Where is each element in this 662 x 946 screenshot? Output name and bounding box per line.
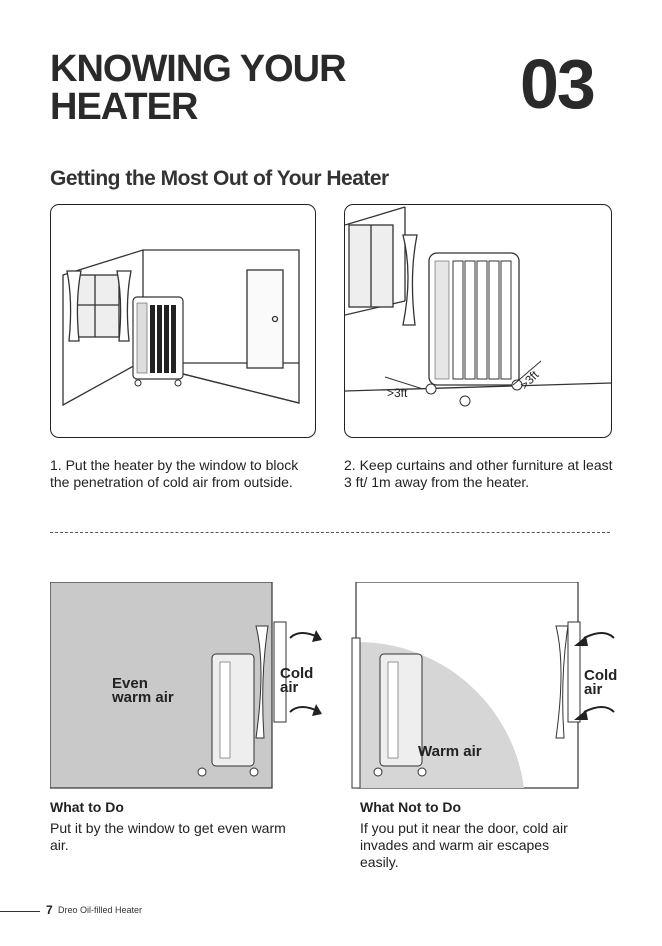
heater-do-icon: [197, 653, 259, 777]
page-title: KNOWING YOUR HEATER: [50, 48, 347, 128]
even-warm-label-2: warm air: [111, 689, 174, 706]
dont-scene: Warm air Cold air: [342, 581, 617, 790]
do-scene-drawing: Even warm air Cold air: [49, 581, 322, 789]
distance-label-left: >3ft: [387, 386, 408, 400]
clearance-illustration: >3ft >3ft: [344, 204, 612, 438]
title-line-2: HEATER: [50, 86, 198, 128]
what-to-do-heading: What to Do: [50, 799, 124, 815]
clearance-drawing: >3ft >3ft: [345, 206, 611, 407]
cold-air-label-dont-2: air: [584, 681, 603, 698]
dont-scene-drawing: Warm air Cold air: [351, 581, 617, 789]
warm-air-label: Warm air: [418, 743, 482, 760]
title-line-1: KNOWING YOUR: [50, 48, 347, 90]
cold-air-label-2: air: [280, 679, 299, 696]
footer-rule: [0, 911, 40, 912]
heater-dont-icon: [373, 653, 427, 777]
cold-air-label-dont-1: Cold: [584, 667, 617, 684]
do-scene: Even warm air Cold air: [49, 581, 322, 790]
heater-large-icon: [425, 252, 523, 407]
what-to-do-text: Put it by the window to get even warm ai…: [50, 820, 286, 853]
page-number: 7: [46, 903, 53, 917]
even-warm-label-1: Even: [112, 675, 148, 692]
section-heading: Getting the Most Out of Your Heater: [50, 167, 389, 190]
room-window-drawing: [62, 249, 300, 407]
chapter-number: 03: [520, 45, 596, 123]
tip-1-caption: 1. Put the heater by the window to block…: [50, 457, 299, 490]
what-not-to-do-text: If you put it near the door, cold air in…: [360, 820, 568, 870]
footer-product-name: Dreo Oil-filled Heater: [58, 905, 143, 915]
cold-air-label-1: Cold: [280, 665, 313, 682]
tip-2-caption: 2. Keep curtains and other furniture at …: [344, 457, 613, 490]
room-illustration-window: [50, 204, 316, 438]
what-not-to-do-heading: What Not to Do: [360, 799, 462, 815]
dashed-divider: [50, 532, 610, 533]
heater-icon: [132, 296, 184, 387]
